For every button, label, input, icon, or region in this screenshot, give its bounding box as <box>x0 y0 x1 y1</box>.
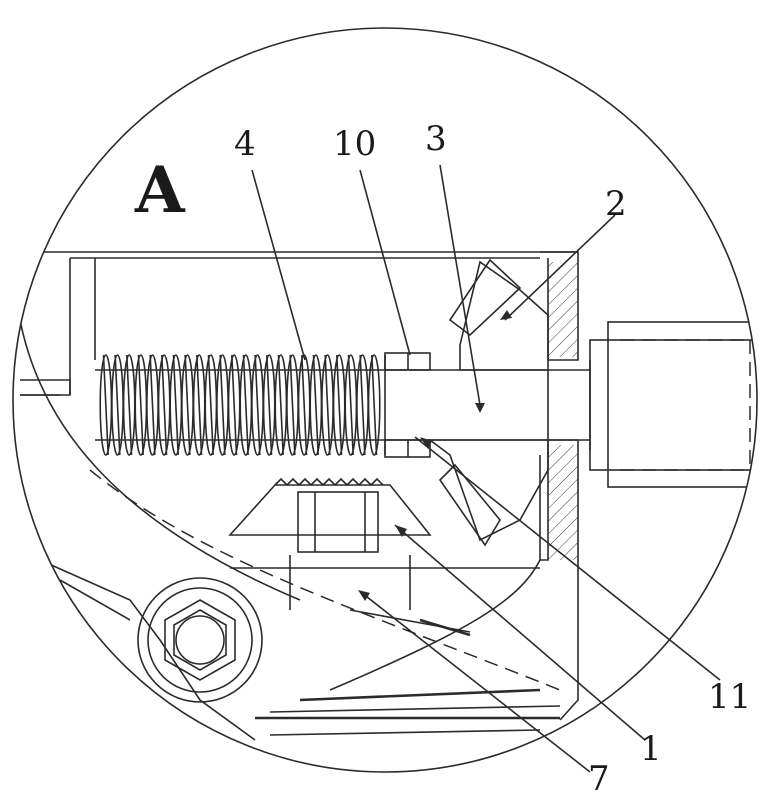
callout-11: 11 <box>708 677 751 717</box>
spring-wire <box>172 354 179 456</box>
spring-wire <box>196 354 203 456</box>
callout-1: 1 <box>640 729 662 769</box>
spring-wire <box>207 354 214 456</box>
callout-4: 4 <box>234 124 256 164</box>
compression-spring <box>99 354 381 456</box>
callout-7: 7 <box>588 759 610 790</box>
spring-wire <box>324 354 331 456</box>
spring-wire <box>371 354 378 456</box>
hex-nut <box>137 577 263 703</box>
spring-wire <box>231 354 238 456</box>
spring-wire <box>301 354 308 456</box>
bevel-gear <box>228 477 432 553</box>
spring-wire <box>102 354 109 456</box>
spring-wire <box>347 354 354 456</box>
callout-3: 3 <box>425 119 447 159</box>
callout-10: 10 <box>333 124 376 164</box>
spring-wire <box>242 354 249 456</box>
spring-wire <box>266 354 273 456</box>
spring-wire <box>126 354 133 456</box>
lower-bracket <box>230 555 561 736</box>
view-label: A <box>134 153 186 228</box>
spring-wire <box>289 354 296 456</box>
leader-lines <box>251 164 721 773</box>
end-cap <box>589 321 757 488</box>
spring-wire <box>359 354 366 456</box>
spring-wire <box>336 354 343 456</box>
spring-wire <box>277 354 284 456</box>
spring-wire <box>161 354 168 456</box>
callout-2: 2 <box>605 184 627 224</box>
spring-wire <box>219 354 226 456</box>
detail-circle <box>12 27 758 773</box>
gear-bushing <box>427 258 549 547</box>
spring-wire <box>114 354 121 456</box>
spring-wire <box>137 354 144 456</box>
spring-wire <box>149 354 156 456</box>
spring-wire <box>312 354 319 456</box>
spring-wire <box>184 354 191 456</box>
left-housing-curve <box>19 319 561 741</box>
spring-coil <box>367 354 381 456</box>
spring-wire <box>254 354 261 456</box>
